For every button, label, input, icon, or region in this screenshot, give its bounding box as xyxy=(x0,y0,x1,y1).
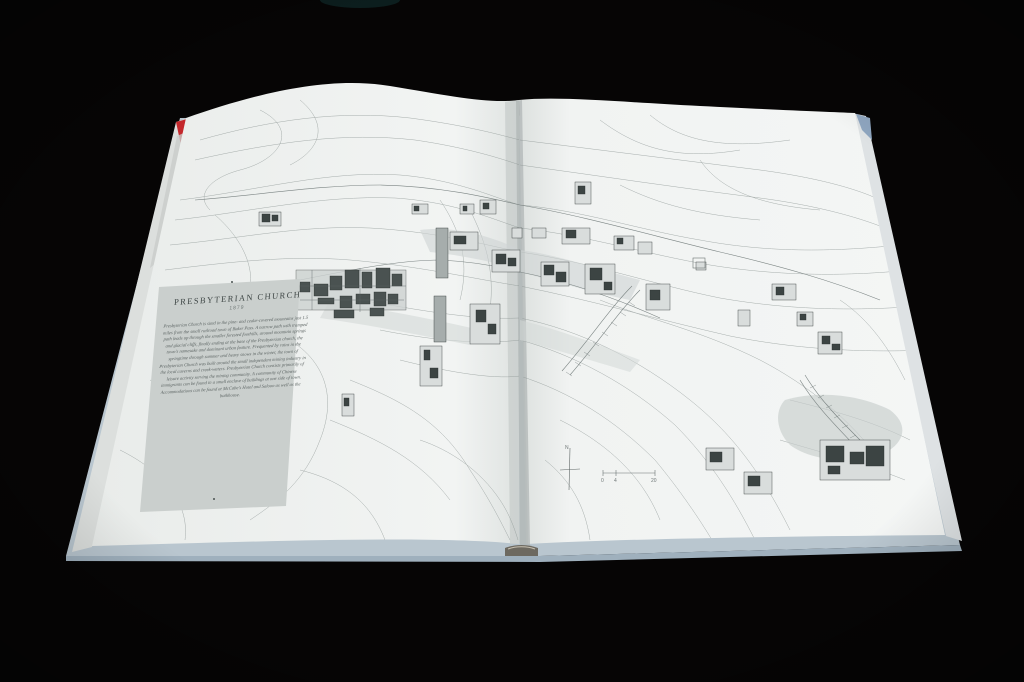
scale-label-1: 4 xyxy=(614,478,617,484)
caption-block: PRESBYTERIAN CHURCH 1879 Presbyterian Ch… xyxy=(145,289,323,404)
caption-body: Presbyterian Church is sited in the pine… xyxy=(159,314,309,398)
scale-label-0: 0 xyxy=(601,478,604,484)
scale-label-2: 20 xyxy=(651,478,657,484)
north-arrow-label: N xyxy=(565,445,569,451)
